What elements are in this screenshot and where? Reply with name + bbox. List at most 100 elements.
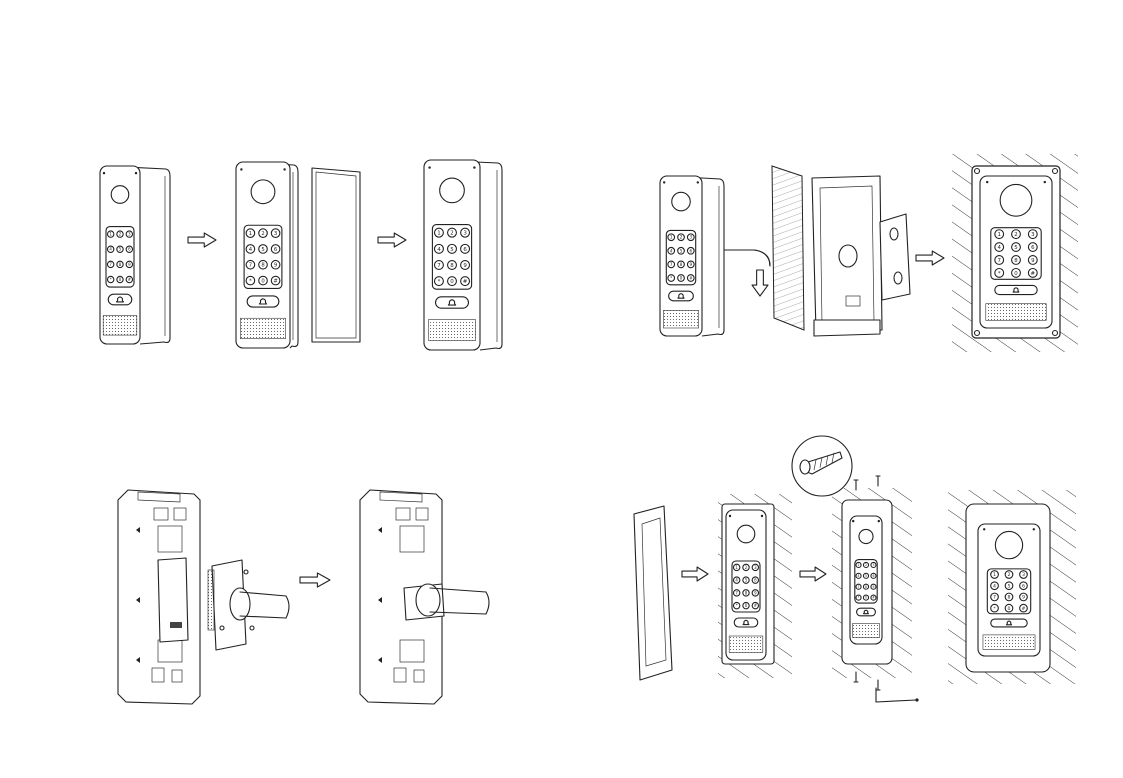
call-button bbox=[108, 294, 132, 305]
call-button-body bbox=[857, 608, 876, 616]
anchor-screw-callout bbox=[792, 436, 852, 496]
keypad-key-label: 1 bbox=[249, 231, 252, 237]
call-button bbox=[991, 619, 1027, 627]
call-button-body bbox=[991, 619, 1027, 627]
speaker-grill bbox=[240, 318, 285, 338]
keypad: 123456789*0# bbox=[432, 225, 471, 290]
indicator-dot bbox=[240, 168, 242, 170]
move-path-fill bbox=[724, 250, 770, 266]
keypad: 123456789*0# bbox=[987, 569, 1030, 614]
camera-lens bbox=[672, 192, 690, 210]
keypad-key-label: 2 bbox=[1008, 572, 1011, 578]
keypad-key-label: 9 bbox=[463, 263, 467, 269]
indicator-dot bbox=[473, 166, 475, 168]
wall-section bbox=[772, 166, 804, 330]
indicator-dot bbox=[986, 181, 988, 183]
keypad-key-label: 9 bbox=[274, 263, 277, 269]
screw-head bbox=[1053, 169, 1058, 174]
cable-end bbox=[486, 592, 489, 614]
call-button-body bbox=[734, 618, 758, 627]
keypad-key-label: 8 bbox=[1014, 258, 1018, 264]
rain-shield-frame bbox=[312, 168, 360, 342]
camera-lens bbox=[995, 531, 1022, 558]
call-button bbox=[247, 296, 279, 307]
panel-cable-gland bbox=[118, 490, 489, 704]
back-box-bottom bbox=[814, 320, 880, 336]
call-button bbox=[436, 297, 469, 308]
back-unit-1 bbox=[118, 490, 200, 704]
speaker-grill bbox=[103, 316, 137, 336]
keypad-key-label: 3 bbox=[872, 563, 874, 567]
keypad-key-label: 3 bbox=[1031, 232, 1034, 238]
door-station-4: 123456789*0# bbox=[660, 176, 724, 336]
keypad: 123456789*0# bbox=[244, 225, 282, 288]
call-button bbox=[734, 618, 758, 627]
keypad-key-label: # bbox=[754, 603, 757, 608]
back-box bbox=[812, 176, 910, 336]
anchor-screw-head bbox=[800, 460, 810, 474]
indicator-dot bbox=[103, 172, 105, 174]
keypad-key-label: 4 bbox=[997, 245, 1001, 251]
call-button-body bbox=[669, 291, 694, 301]
camera-lens bbox=[440, 178, 465, 203]
keypad-key-label: 5 bbox=[865, 574, 867, 578]
keypad-key-label: 1 bbox=[670, 235, 673, 240]
gland-screw bbox=[220, 626, 224, 630]
screw-head bbox=[975, 169, 980, 174]
gland-screw bbox=[250, 626, 254, 630]
keypad-key-label: 6 bbox=[463, 247, 467, 253]
speaker-grill bbox=[986, 304, 1046, 321]
keypad-key-label: 5 bbox=[680, 248, 683, 253]
keypad-key-label: 3 bbox=[1022, 572, 1025, 578]
indicator-dot bbox=[283, 168, 285, 170]
arrow-down-icon bbox=[752, 270, 768, 296]
keypad-key-label: 2 bbox=[1014, 232, 1017, 238]
keypad-key-label: 8 bbox=[1008, 595, 1011, 601]
cable-hole bbox=[839, 245, 857, 267]
keypad: 123456789*0# bbox=[666, 230, 695, 284]
call-button-body bbox=[436, 297, 469, 308]
call-button bbox=[669, 291, 694, 301]
keypad-key-label: 5 bbox=[261, 247, 264, 253]
keypad-key-label: 0 bbox=[865, 596, 867, 600]
indicator-dot bbox=[852, 520, 854, 522]
panel-in-wall-box: 123456789*0#123456789*0# bbox=[660, 154, 1078, 352]
indicator-dot bbox=[663, 181, 665, 183]
keypad-key-label: 2 bbox=[865, 563, 867, 567]
keypad-key-label: 6 bbox=[1031, 245, 1035, 251]
camera-lens bbox=[737, 525, 755, 543]
indicator-dot bbox=[983, 528, 985, 530]
keypad-key-label: # bbox=[273, 278, 278, 284]
keypad-key-label: 5 bbox=[1008, 583, 1011, 589]
door-station-8: 123456789*0# bbox=[978, 524, 1040, 656]
shield-back bbox=[312, 168, 360, 342]
keypad-key-label: 7 bbox=[993, 595, 996, 601]
door-station-2: 123456789*0# bbox=[236, 162, 298, 348]
keypad-key-label: * bbox=[736, 603, 738, 608]
arrow-right-icon bbox=[378, 233, 406, 247]
keypad-key-label: 9 bbox=[1031, 258, 1035, 264]
trim-bezel bbox=[634, 506, 672, 680]
keypad: 123456789*0# bbox=[106, 227, 134, 288]
cable-end bbox=[286, 596, 289, 618]
gland-terminal bbox=[208, 570, 214, 630]
door-station-6: 123456789*0# bbox=[726, 510, 766, 660]
door-station-7: 123456789*0# bbox=[850, 516, 882, 644]
keypad-key-label: 4 bbox=[858, 574, 860, 578]
keypad-key-label: # bbox=[463, 279, 468, 285]
screw-top bbox=[876, 476, 880, 486]
keypad-key-label: 1 bbox=[997, 232, 1000, 238]
keypad-key-label: 7 bbox=[858, 585, 860, 589]
keypad-key-label: 7 bbox=[249, 263, 252, 269]
gland-screw bbox=[244, 570, 248, 574]
speaker-grill bbox=[729, 636, 763, 653]
keypad-key-label: * bbox=[438, 279, 441, 285]
speaker-grill bbox=[853, 624, 880, 638]
keypad-key-label: 3 bbox=[689, 235, 692, 240]
keypad-key-label: 4 bbox=[437, 247, 441, 253]
keypad-key-label: 8 bbox=[261, 263, 264, 269]
keypad-key-label: 3 bbox=[463, 231, 467, 237]
keypad-key-label: 7 bbox=[670, 262, 673, 267]
